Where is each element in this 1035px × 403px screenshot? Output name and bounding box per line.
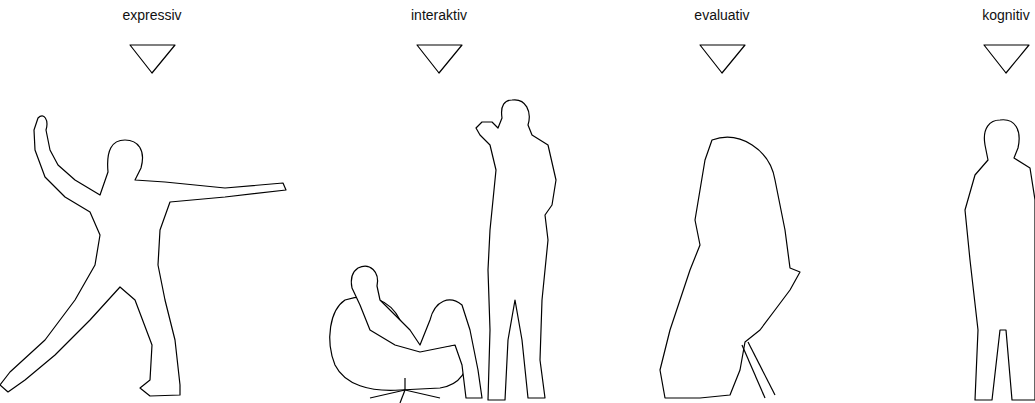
category-label: evaluativ	[662, 6, 782, 24]
marker-triangle	[417, 45, 462, 73]
marker-triangle	[984, 45, 1029, 73]
standing-person-silhouette	[476, 100, 556, 400]
chair-stem	[404, 378, 405, 390]
category-label: kognitiv	[946, 6, 1035, 24]
chair-base	[405, 390, 440, 398]
dancer-silhouette	[0, 116, 286, 396]
chair-base	[400, 390, 405, 403]
seated-person-silhouette	[351, 266, 482, 398]
category-label: expressiv	[92, 6, 212, 24]
stool-leg	[748, 342, 775, 395]
thinking-person-silhouette	[965, 120, 1035, 400]
category-label: interaktiv	[379, 6, 499, 24]
sitting-person-silhouette	[660, 137, 800, 398]
marker-triangle	[700, 45, 745, 73]
marker-triangle	[130, 45, 175, 73]
chair-base	[370, 390, 405, 398]
